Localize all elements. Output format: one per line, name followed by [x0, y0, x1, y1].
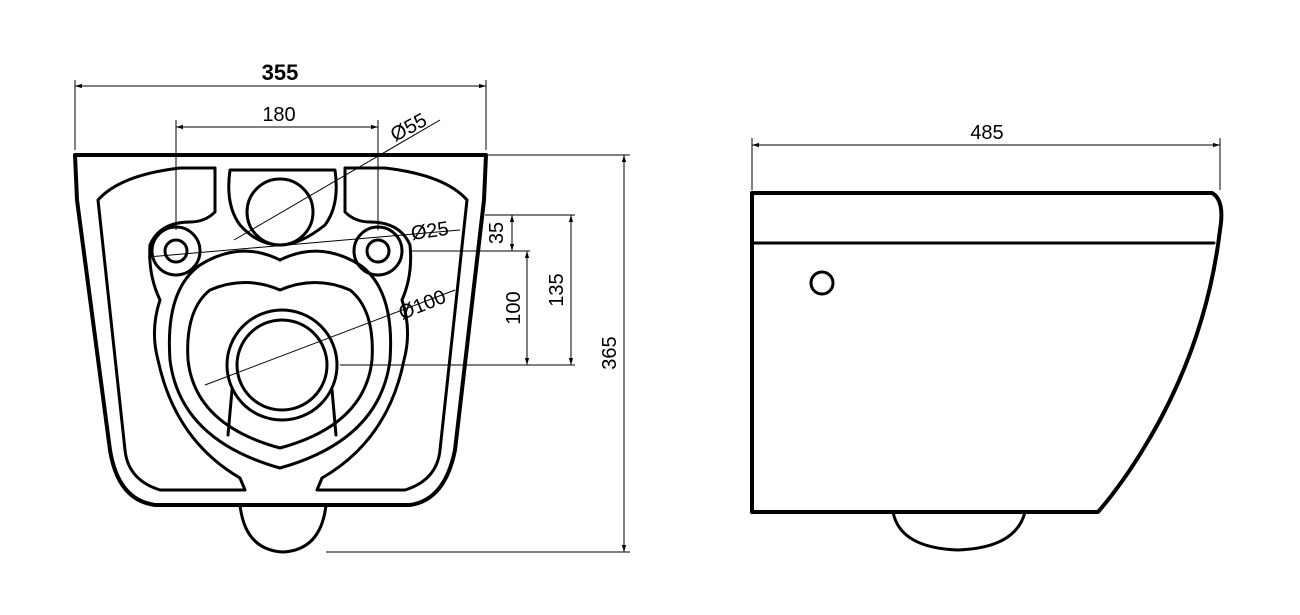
- dim-overall-height: 365: [599, 336, 621, 369]
- bowl-ring-middle: [186, 281, 374, 450]
- outlet-pipe: [226, 388, 338, 437]
- front-inner-outline: [96, 166, 247, 492]
- dim-135: 135: [546, 273, 568, 306]
- bolt-hole-left-outer: [150, 225, 202, 277]
- front-view: 355 180 Ø55 Ø25 Ø100 35 100 135 365: [73, 60, 630, 554]
- front-bottom-bulge: [238, 503, 328, 554]
- outlet-leader: [204, 289, 456, 386]
- side-bottom-bulge: [891, 510, 1027, 552]
- outlet-inner: [235, 318, 329, 412]
- side-view: 485: [750, 122, 1224, 552]
- bolt-hole-right-inner: [365, 238, 391, 264]
- inlet-leader: [233, 119, 441, 241]
- bowl-ring-outer: [167, 249, 393, 470]
- dim-bolt-hole-diameter: Ø25: [410, 218, 451, 245]
- front-outer-outline: [73, 153, 488, 507]
- side-outline: [750, 191, 1224, 514]
- dim-inlet-diameter: Ø55: [387, 109, 431, 146]
- dim-overall-width: 355: [262, 60, 299, 85]
- front-inner-outline-right: [315, 166, 469, 492]
- dim-100: 100: [503, 291, 525, 324]
- dim-overall-depth: 485: [970, 122, 1003, 144]
- dim-bolt-spacing: 180: [262, 104, 295, 126]
- bolt-hole-right-outer: [352, 225, 404, 277]
- side-bolt-hole: [809, 270, 835, 296]
- inlet-circle: [245, 177, 315, 247]
- dim-35: 35: [486, 222, 508, 244]
- bolt-hole-left-inner: [163, 238, 189, 264]
- bolt-leader: [147, 229, 461, 258]
- outlet-outer: [225, 308, 339, 422]
